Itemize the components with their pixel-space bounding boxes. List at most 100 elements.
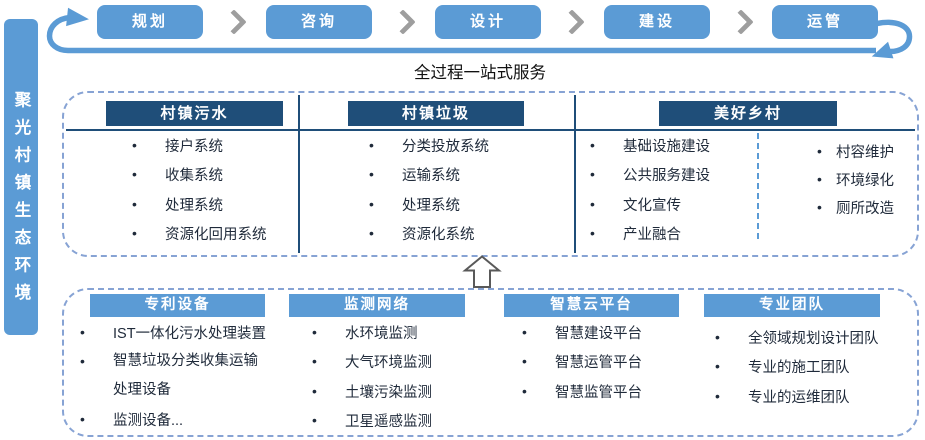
header-village: 美好乡村: [659, 101, 837, 126]
item-label: IST一体化污水处理装置: [113, 326, 267, 343]
bullet-icon: •: [312, 382, 317, 399]
list-item: • 专业的运维团队: [715, 382, 879, 411]
item-label: 水环境监测: [345, 326, 418, 343]
bullet-icon: •: [132, 195, 137, 212]
list-item: •智慧建设平台: [522, 318, 642, 347]
list-item: •产业融合: [590, 219, 710, 248]
list-item: • 公共服务建设: [590, 160, 710, 189]
bullet-icon: •: [817, 143, 822, 160]
item-label: 卫星遥感监测: [345, 414, 432, 431]
bullet-icon: •: [80, 324, 85, 341]
item-label: 专业的施工团队: [748, 360, 850, 377]
bullet-icon: •: [369, 137, 374, 154]
item-label: 运输系统: [402, 168, 460, 185]
column-divider: [298, 95, 300, 253]
list-item: • 运输系统: [369, 160, 489, 189]
item-label: 处理系统: [165, 197, 223, 214]
bullet-icon: •: [590, 225, 595, 242]
brand-banner-label: 聚光村镇生态环境: [12, 91, 30, 311]
list-item: •文化宣传: [590, 190, 710, 219]
bullet-icon: •: [132, 137, 137, 154]
item-label: 资源化回用系统: [165, 227, 267, 244]
list-item: • 资源化回用系统: [132, 219, 267, 248]
bullet-icon: •: [522, 382, 527, 399]
list-item: • 环境绿化: [817, 166, 894, 194]
garbage-list: • 分类投放系统 • 运输系统 • 处理系统 • 资源化系统: [369, 131, 489, 248]
bullet-icon: •: [522, 353, 527, 370]
item-label: 接户系统: [165, 139, 223, 156]
step-planning: 规划: [97, 5, 203, 39]
list-item: •智慧垃圾分类收集运输处理设备: [80, 347, 266, 405]
list-item: • 水环境监测: [312, 318, 432, 347]
header-monitoring: 监测网络: [289, 294, 465, 317]
item-label: 分类投放系统: [402, 139, 489, 156]
step-design: 设计: [435, 5, 541, 39]
list-item: • 接户系统: [132, 131, 267, 160]
header-underline: [66, 129, 915, 131]
bullet-icon: •: [312, 353, 317, 370]
bullet-icon: •: [132, 225, 137, 242]
item-label: 基础设施建设: [623, 139, 710, 156]
header-cloud: 智慧云平台: [504, 294, 679, 317]
list-item: • IST一体化污水处理装置: [80, 318, 266, 347]
cycle-return-line: [46, 14, 876, 54]
bullet-icon: •: [369, 225, 374, 242]
step-operation: 运管: [772, 5, 878, 39]
list-item: •厕所改造: [817, 193, 894, 221]
bullet-icon: •: [522, 324, 527, 341]
up-arrow-icon: [462, 255, 502, 288]
bullet-icon: •: [715, 387, 720, 404]
cloud-list: •智慧建设平台 •智慧运管平台 • 智慧监管平台: [522, 318, 642, 406]
one-stop-service-label: 全过程一站式服务: [414, 64, 546, 82]
bullet-icon: •: [80, 411, 85, 428]
item-label: 处理系统: [402, 197, 460, 214]
item-label: 厕所改造: [836, 200, 894, 217]
list-item: • 专业的施工团队: [715, 352, 879, 381]
brand-banner: 聚光村镇生态环境: [4, 19, 38, 335]
village-extra-list: • 村容维护 • 环境绿化 •厕所改造: [817, 138, 894, 221]
bullet-icon: •: [715, 329, 720, 346]
item-label: 智慧监管平台: [555, 384, 642, 401]
item-label: 环境绿化: [836, 173, 894, 190]
sewage-list: • 接户系统 • 收集系统 • 处理系统 • 资源化回用系统: [132, 131, 267, 248]
list-item: • 分类投放系统: [369, 131, 489, 160]
step-construction: 建设: [604, 5, 710, 39]
header-team: 专业团队: [704, 294, 880, 317]
equipment-list: • IST一体化污水处理装置 •智慧垃圾分类收集运输处理设备 • 监测设备...: [80, 318, 266, 435]
bullet-icon: •: [312, 412, 317, 429]
item-label: 专业的运维团队: [748, 389, 850, 406]
header-sewage: 村镇污水: [106, 101, 283, 126]
list-item: • 智慧监管平台: [522, 377, 642, 406]
bullet-icon: •: [590, 166, 595, 183]
item-label: 大气环境监测: [345, 355, 432, 372]
list-item: • 处理系统: [132, 190, 267, 219]
process-cycle-arrow: [46, 7, 913, 59]
bullet-icon: •: [817, 171, 822, 188]
item-label: 资源化系统: [402, 227, 475, 244]
item-label: 土壤污染监测: [345, 384, 432, 401]
monitoring-list: • 水环境监测 • 大气环境监测 • 土壤污染监测 • 卫星遥感监测: [312, 318, 432, 435]
arrowhead-left-icon: [871, 41, 894, 59]
sub-column-divider: [757, 133, 759, 239]
item-label: 监测设备...: [113, 413, 184, 430]
team-list: •全领域规划设计团队 •专业的施工团队 •专业的运维团队: [715, 323, 879, 411]
bullet-icon: •: [369, 195, 374, 212]
header-garbage: 村镇垃圾: [348, 101, 524, 126]
bullet-icon: •: [715, 358, 720, 375]
item-label: 智慧垃圾分类收集运输处理设备: [113, 353, 258, 399]
bullet-icon: •: [312, 324, 317, 341]
item-label: 收集系统: [165, 168, 223, 185]
list-item: • 村容维护: [817, 138, 894, 166]
list-item: •基础设施建设: [590, 131, 710, 160]
list-item: •智慧运管平台: [522, 347, 642, 376]
list-item: • 资源化系统: [369, 219, 489, 248]
bullet-icon: •: [132, 166, 137, 183]
bullet-icon: •: [369, 166, 374, 183]
cycle-drop-curve: [876, 19, 913, 55]
bullet-icon: •: [590, 195, 595, 212]
item-label: 村容维护: [836, 145, 894, 162]
arrowhead-right-icon: [66, 7, 89, 27]
list-item: • 处理系统: [369, 190, 489, 219]
item-label: 公共服务建设: [623, 168, 710, 185]
header-equipment: 专利设备: [90, 294, 265, 317]
